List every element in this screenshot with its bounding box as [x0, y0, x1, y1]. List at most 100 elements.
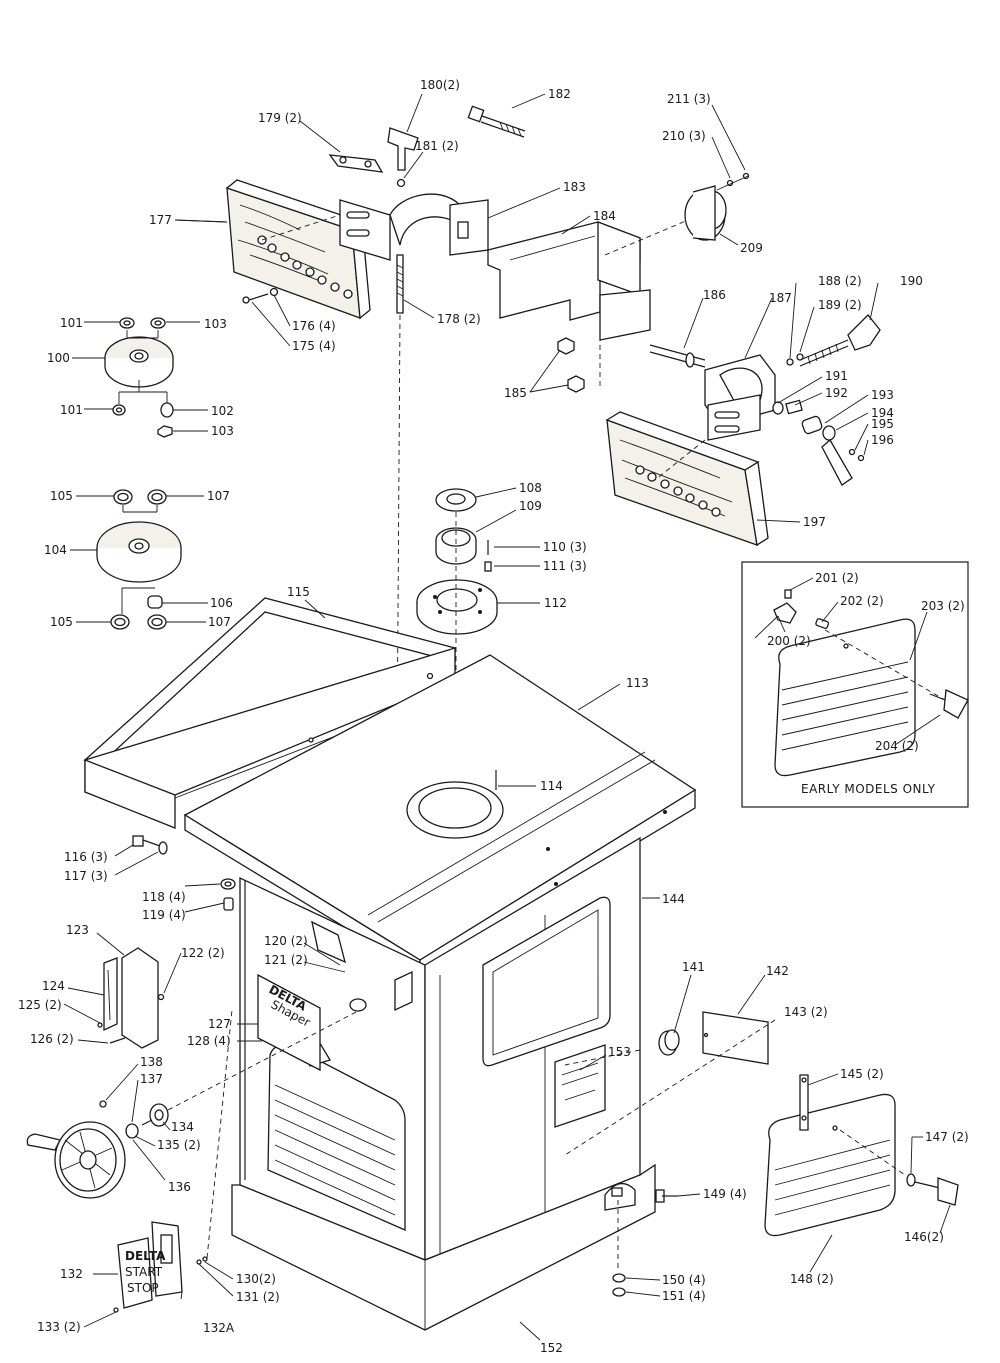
side-vent-door — [764, 1074, 959, 1237]
label-105a: 105 — [50, 489, 73, 503]
label-138: 138 — [140, 1055, 163, 1069]
door-handle-assembly — [97, 947, 165, 1049]
label-136: 136 — [168, 1180, 191, 1194]
label-122: 122 (2) — [181, 946, 225, 960]
nut-upper — [557, 337, 575, 355]
label-190: 190 — [900, 274, 923, 288]
early-models-inset: EARLY MODELS ONLY — [741, 561, 969, 808]
label-127: 127 — [208, 1017, 231, 1031]
label-118: 118 (4) — [142, 890, 186, 904]
leader-lines — [63, 93, 951, 1341]
label-188: 188 (2) — [818, 274, 862, 288]
label-187: 187 — [769, 291, 792, 305]
switch-start: START — [125, 1265, 163, 1279]
washer-188 — [786, 358, 794, 366]
label-180: 180(2) — [420, 78, 460, 92]
switch-box: DELTA START STOP — [113, 1009, 233, 1313]
part-labels: 100 101 101 102 103 103 104 105 105 106 … — [18, 78, 969, 1355]
left-fence-assembly — [225, 105, 526, 761]
label-177: 177 — [149, 213, 172, 227]
label-152: 152 — [540, 1341, 563, 1355]
cutter-guard — [487, 221, 651, 341]
label-183: 183 — [563, 180, 586, 194]
washer-189 — [796, 353, 804, 361]
wood-facing-right — [605, 411, 769, 547]
label-130: 130(2) — [236, 1272, 276, 1286]
label-134: 134 — [171, 1120, 194, 1134]
nut-lower — [567, 375, 585, 393]
label-194: 194 — [871, 406, 894, 420]
dust-port — [564, 1011, 776, 1156]
label-147: 147 (2) — [925, 1130, 969, 1144]
label-141: 141 — [682, 960, 705, 974]
label-150: 150 (4) — [662, 1273, 706, 1287]
label-115: 115 — [287, 585, 310, 599]
clamp-knob — [387, 127, 419, 188]
label-125: 125 (2) — [18, 998, 62, 1012]
main-table — [183, 654, 697, 975]
label-102: 102 — [211, 404, 234, 418]
table-bolts — [132, 835, 168, 855]
label-146: 146(2) — [904, 1230, 944, 1244]
label-142: 142 — [766, 964, 789, 978]
label-196: 196 — [871, 433, 894, 447]
right-fence-bracket — [704, 354, 776, 441]
pulley-group-upper — [104, 317, 174, 438]
nameplate: DELTA Shaper — [257, 973, 321, 1072]
leveling-bolts — [220, 878, 236, 911]
label-121: 121 (2) — [264, 953, 308, 967]
label-192: 192 — [825, 386, 848, 400]
fence-screws — [242, 287, 279, 304]
base-bolts — [611, 1187, 678, 1297]
label-175: 175 (4) — [292, 339, 336, 353]
label-101a: 101 — [60, 316, 83, 330]
label-178: 178 (2) — [437, 312, 481, 326]
label-148: 148 (2) — [790, 1272, 834, 1286]
label-201: 201 (2) — [815, 571, 859, 585]
label-189: 189 (2) — [818, 298, 862, 312]
switch-stop: STOP — [127, 1281, 159, 1295]
label-144: 144 — [662, 892, 685, 906]
switch-brand: DELTA — [125, 1249, 166, 1263]
label-137: 137 — [140, 1072, 163, 1086]
label-104: 104 — [44, 543, 67, 557]
label-186: 186 — [703, 288, 726, 302]
fence-spindle — [649, 344, 706, 368]
label-132: 132 — [60, 1267, 83, 1281]
label-209: 209 — [740, 241, 763, 255]
label-191: 191 — [825, 369, 848, 383]
label-109: 109 — [519, 499, 542, 513]
label-110: 110 (3) — [543, 540, 587, 554]
lock-handle — [772, 399, 865, 486]
long-bolt — [467, 105, 526, 138]
label-131: 131 (2) — [236, 1290, 280, 1304]
handwheel-assembly — [26, 1009, 361, 1199]
label-182: 182 — [548, 87, 571, 101]
label-179: 179 (2) — [258, 111, 302, 125]
label-151: 151 (4) — [662, 1289, 706, 1303]
label-120: 120 (2) — [264, 934, 308, 948]
label-107b: 107 — [208, 615, 231, 629]
label-203: 203 (2) — [921, 599, 965, 613]
label-114: 114 — [540, 779, 563, 793]
label-124: 124 — [42, 979, 65, 993]
label-106: 106 — [210, 596, 233, 610]
cabinet — [231, 836, 656, 1331]
label-132a: 132A — [203, 1321, 235, 1335]
bushing — [684, 185, 727, 241]
label-176: 176 (4) — [292, 319, 336, 333]
label-202: 202 (2) — [840, 594, 884, 608]
spindle-rings — [416, 488, 498, 825]
label-105b: 105 — [50, 615, 73, 629]
label-119: 119 (4) — [142, 908, 186, 922]
label-211: 211 (3) — [667, 92, 711, 106]
pulley-group-lower — [96, 489, 182, 630]
bushing-screws — [716, 172, 750, 191]
label-149: 149 (4) — [703, 1187, 747, 1201]
label-145: 145 (2) — [840, 1067, 884, 1081]
label-123: 123 — [66, 923, 89, 937]
label-128: 128 (4) — [187, 1034, 231, 1048]
label-184: 184 — [593, 209, 616, 223]
fence-stud — [396, 254, 404, 314]
